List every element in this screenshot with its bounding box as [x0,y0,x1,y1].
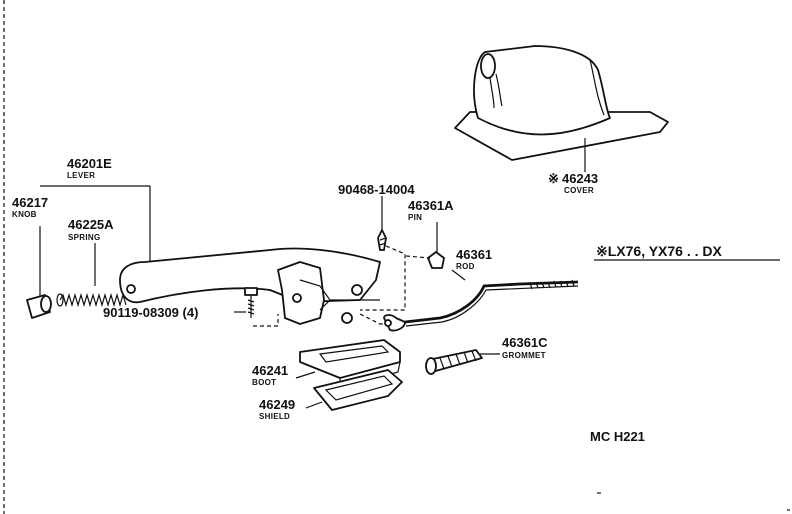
bolt-part-drawing [244,287,258,318]
pin-part-number: 46361A [408,198,454,213]
spring-part-name: SPRING [68,233,100,242]
lever-part-number: 46201E [67,156,112,171]
applicability-note: ※LX76, YX76 . . DX [596,243,723,259]
knob-part-drawing [26,294,52,319]
grommet-part-drawing [425,349,483,375]
cover-part-name: COVER [564,186,594,195]
boot-part-number: 46241 [252,363,288,378]
knob-part-name: KNOB [12,210,37,219]
rod-part-name: ROD [456,262,475,271]
shield-part-name: SHIELD [259,412,290,421]
shield-part-number: 46249 [259,397,295,412]
cover-part-number: 46243 [562,171,598,186]
cotter-part-number: 90468-14004 [338,182,415,197]
lever-part-name: LEVER [67,171,95,180]
rod-part-drawing [383,279,579,332]
spring-part-number: 46225A [68,217,114,232]
pin-part-name: PIN [408,213,422,222]
pin-part-drawing [427,251,445,269]
figure-code: MC H221 [590,429,645,444]
grommet-part-number: 46361C [502,335,548,350]
cover-part-drawing [454,45,669,161]
rod-part-number: 46361 [456,247,492,262]
lever-part-drawing [119,247,381,325]
cover-marker: ※ [548,171,559,186]
cotter-part-drawing [377,229,387,251]
shield-part-drawing [313,369,403,411]
grommet-part-name: GROMMET [502,351,546,360]
boot-part-name: BOOT [252,378,276,387]
knob-part-number: 46217 [12,195,48,210]
bolt-part-number: 90119-08309 (4) [103,305,198,320]
